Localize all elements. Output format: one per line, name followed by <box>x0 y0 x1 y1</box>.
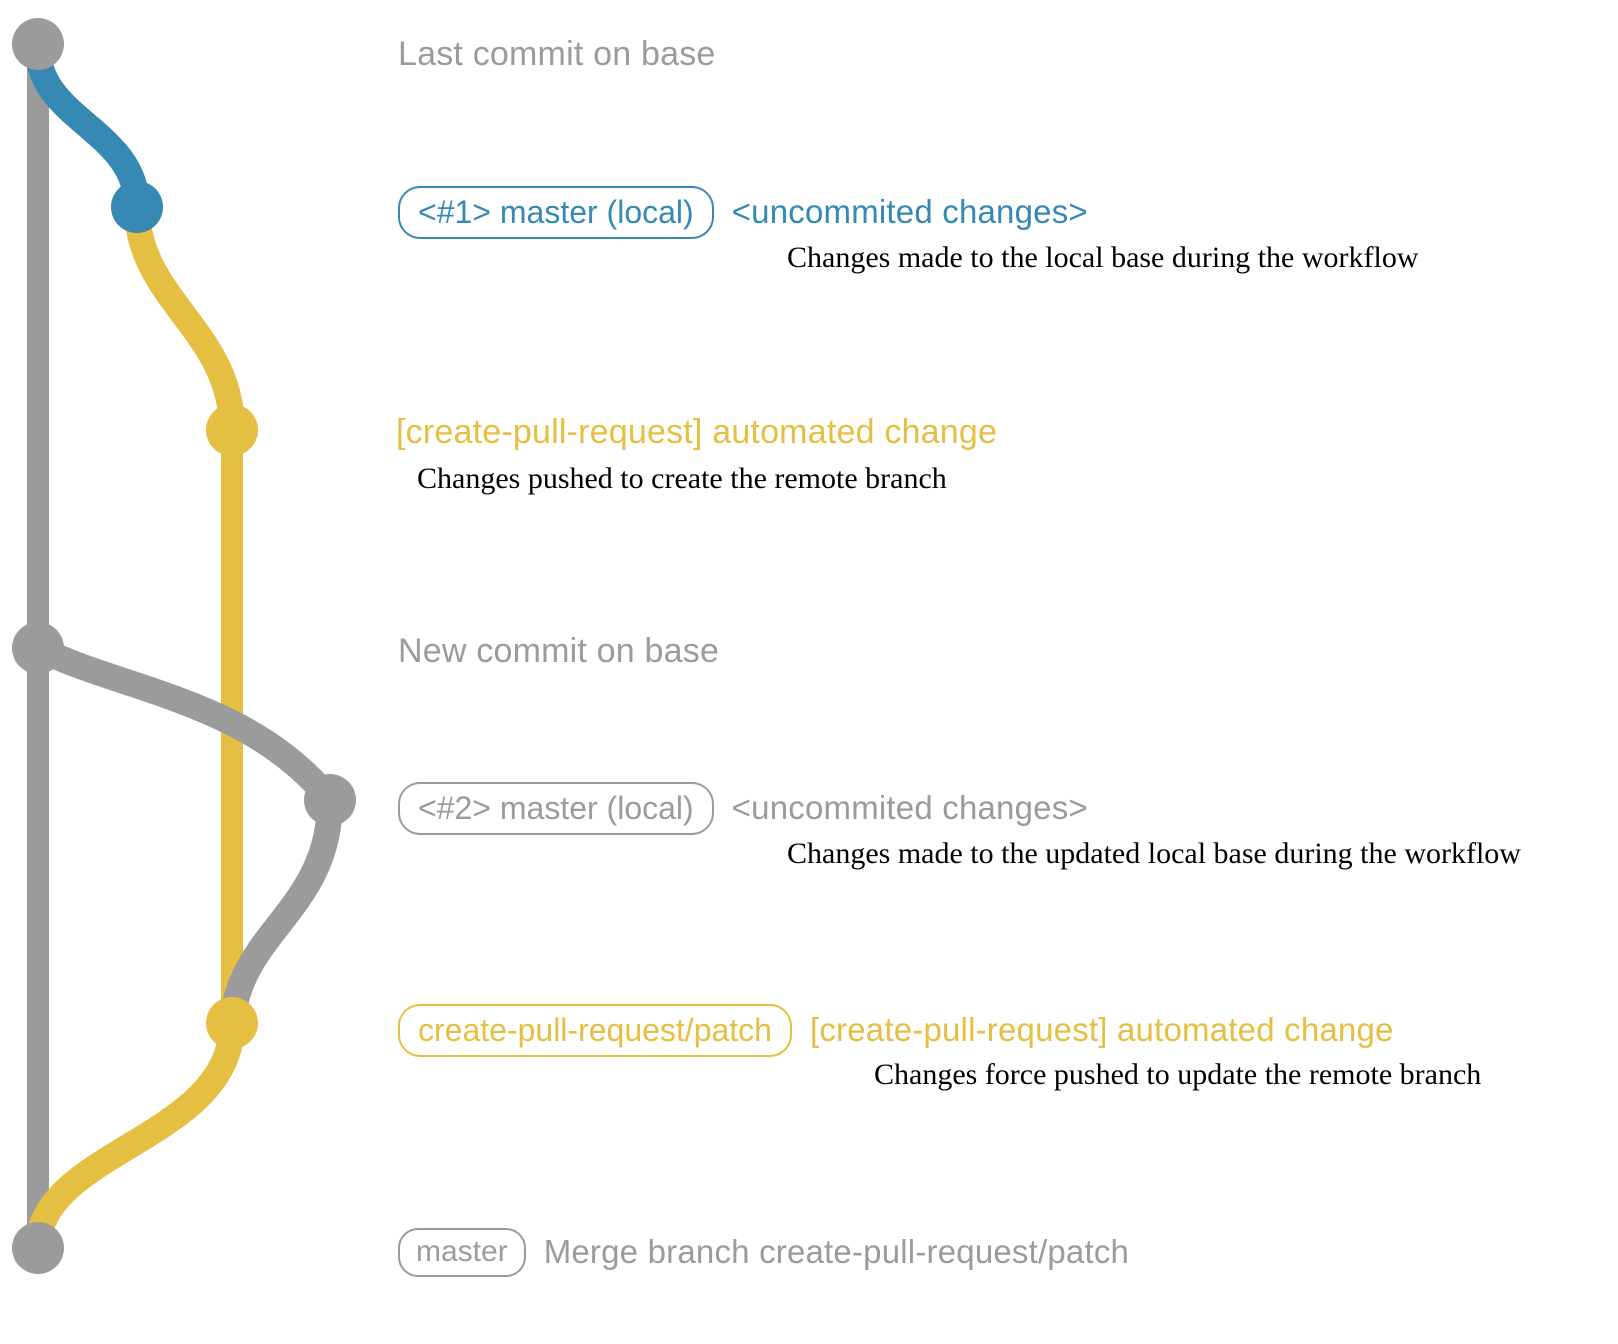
branch-badge-master[interactable]: master <box>398 1227 526 1277</box>
branch-badge-create-pull-request-patch[interactable]: create-pull-request/patch <box>398 1003 792 1057</box>
branch-badge-master-local-1[interactable]: <#1> master (local) <box>398 185 714 239</box>
row-last-commit: Last commit on base <box>398 30 716 78</box>
updated-local-to-patch-line <box>219 787 343 1036</box>
local-branch-line-1 <box>25 35 150 220</box>
subtext-pushed-create-remote-branch: Changes pushed to create the remote bran… <box>417 462 947 495</box>
commit-node-patch-1[interactable] <box>206 404 258 456</box>
commit-node-patch-2[interactable] <box>206 997 258 1049</box>
patch-branch-line-1 <box>124 194 245 443</box>
commit-message-merge-branch: Merge branch create-pull-request/patch <box>543 1233 1130 1270</box>
commit-message-automated-change-2: [create-pull-request] automated change <box>809 1011 1394 1048</box>
subtext-local-changes-1: Changes made to the local base during th… <box>787 241 1419 274</box>
commit-node-base-last[interactable] <box>12 18 64 70</box>
branch-badge-master-local-2[interactable]: <#2> master (local) <box>398 781 714 835</box>
row-new-commit: New commit on base <box>398 627 719 675</box>
commit-node-base-new[interactable] <box>12 622 64 674</box>
row-local-1: <#1> master (local) <uncommited changes> <box>398 184 1088 240</box>
row-automated-change-1: [create-pull-request] automated change <box>396 409 997 455</box>
updated-local-branch-line <box>25 635 343 813</box>
subtext-local-changes-2: Changes made to the updated local base d… <box>787 837 1521 870</box>
commit-node-local-1[interactable] <box>111 181 163 233</box>
patch-merge-line <box>25 1010 245 1261</box>
commit-message-last-commit: Last commit on base <box>398 34 716 73</box>
commit-message-automated-change-1: [create-pull-request] automated change <box>396 412 998 451</box>
row-patch-branch: create-pull-request/patch [create-pull-r… <box>398 1002 1394 1058</box>
commit-message-uncommited-1: <uncommited changes> <box>731 193 1088 230</box>
row-merge: master Merge branch create-pull-request/… <box>398 1226 1129 1278</box>
commit-node-master-merge[interactable] <box>12 1222 64 1274</box>
commit-node-local-2[interactable] <box>304 774 356 826</box>
subtext-force-pushed-update-remote-branch: Changes force pushed to update the remot… <box>874 1058 1482 1091</box>
row-local-2: <#2> master (local) <uncommited changes> <box>398 780 1088 836</box>
commit-message-uncommited-2: <uncommited changes> <box>731 789 1088 826</box>
commit-message-new-commit: New commit on base <box>398 631 720 670</box>
